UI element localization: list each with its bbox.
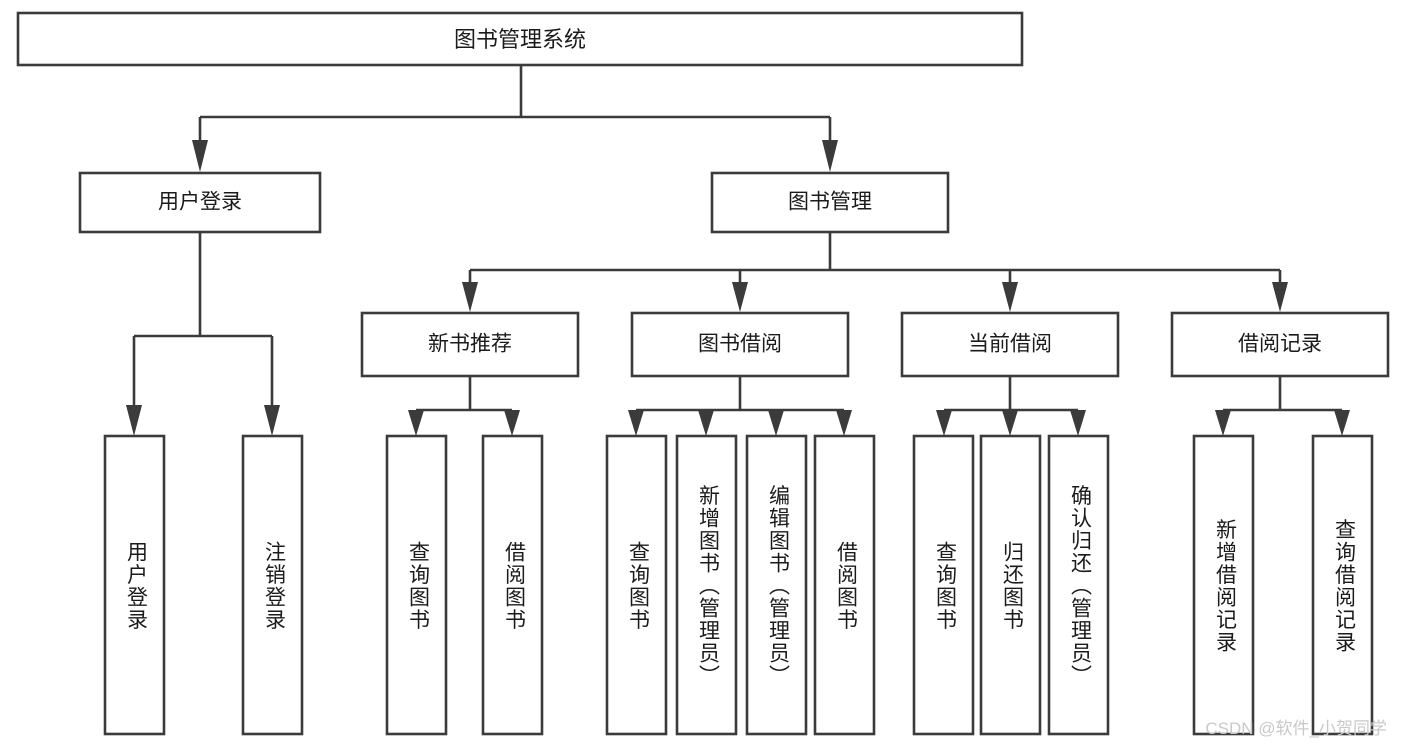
leaf-book-borrow-3-box: [813, 434, 876, 736]
arrow-head-book-borrow: [732, 282, 748, 312]
leaf-node[interactable]: 查询图书: [385, 434, 448, 736]
node-user-login[interactable]: 用户登录: [78, 171, 322, 234]
node-user-login-label: 用户登录: [158, 191, 242, 214]
leaf-book-borrow-0-box: [605, 434, 668, 736]
leaf-book-borrow-1-box: [675, 434, 738, 736]
connector-book-manage-to-level3: [462, 232, 1288, 312]
leaf-borrow-record-0-box: [1192, 434, 1255, 736]
node-book-management-box: [710, 171, 950, 234]
node-root-box: [16, 11, 1024, 67]
leaf-node[interactable]: 用户登录: [103, 434, 166, 736]
leaf-user-login-1-label: 注销登录: [262, 541, 286, 631]
leaf-node[interactable]: 注销登录: [241, 434, 304, 736]
leaf-node[interactable]: 查询图书: [605, 434, 668, 736]
leaf-book-borrow-0-label: 查询图书: [626, 541, 650, 631]
arrow-head-leaf-book-borrow-0: [628, 410, 644, 436]
arrow-head-user-login: [192, 140, 208, 172]
arrow-head-leaf-user-login-1: [264, 405, 280, 436]
arrow-head-leaf-borrow-record-0: [1215, 410, 1231, 436]
connector-current-borrow-to-leaves: [936, 376, 1086, 436]
leaf-node[interactable]: 归还图书: [979, 434, 1042, 736]
connector-new-book-to-leaves: [408, 376, 520, 436]
node-book-management-label: 图书管理: [788, 191, 872, 214]
leaf-node[interactable]: 编辑图书（管理员）: [745, 434, 808, 736]
leaf-user-login-1-box: [241, 434, 304, 736]
node-book-borrow-box: [630, 311, 850, 378]
leaf-node[interactable]: 查询图书: [912, 434, 975, 736]
node-book-borrow[interactable]: 图书借阅: [630, 311, 850, 378]
leaf-user-login-0-box: [103, 434, 166, 736]
node-new-book-recommend-label: 新书推荐: [428, 333, 512, 356]
arrow-head-current-borrow: [1002, 282, 1018, 312]
arrow-head-new-book: [462, 282, 478, 312]
leaf-node[interactable]: 新增图书（管理员）: [675, 434, 738, 736]
leaf-current-borrow-1-box: [979, 434, 1042, 736]
leaf-node[interactable]: 新增借阅记录: [1192, 434, 1255, 736]
node-current-borrow-box: [900, 311, 1120, 378]
node-user-login-box: [78, 171, 322, 234]
leaf-node[interactable]: 借阅图书: [481, 434, 544, 736]
leaf-borrow-record-0-label: 新增借阅记录: [1213, 519, 1237, 654]
node-new-book-recommend[interactable]: 新书推荐: [360, 311, 580, 378]
leaf-current-borrow-0-label: 查询图书: [933, 541, 957, 631]
leaf-borrow-record-1-label: 查询借阅记录: [1332, 519, 1356, 654]
leaf-borrow-record-1-box: [1311, 434, 1374, 736]
leaf-node[interactable]: 借阅图书: [813, 434, 876, 736]
leaf-book-borrow-1-label: 新增图书（管理员）: [696, 485, 720, 688]
leaf-new-book-0-box: [385, 434, 448, 736]
connector-user-login-to-leaves: [126, 232, 280, 436]
node-root-book-management-system[interactable]: 图书管理系统: [16, 11, 1024, 67]
leaf-current-borrow-2-box: [1047, 434, 1110, 736]
node-new-book-recommend-box: [360, 311, 580, 378]
connector-borrow-record-to-leaves: [1215, 376, 1350, 436]
node-borrow-record-label: 借阅记录: [1238, 333, 1322, 356]
node-current-borrow-label: 当前借阅: [968, 333, 1052, 356]
leaf-current-borrow-2-label: 确认归还（管理员）: [1068, 485, 1092, 688]
node-borrow-record-box: [1170, 311, 1390, 378]
leaf-node[interactable]: 确认归还（管理员）: [1047, 434, 1110, 736]
leaf-new-book-1-box: [481, 434, 544, 736]
csdn-watermark: CSDN @软件_小贺同学: [1205, 719, 1387, 738]
arrow-head-leaf-current-borrow-1: [1002, 410, 1018, 436]
connector-book-borrow-to-leaves: [628, 376, 852, 436]
node-current-borrow[interactable]: 当前借阅: [900, 311, 1120, 378]
arrow-head-leaf-user-login-0: [126, 405, 142, 436]
leaf-book-borrow-2-box: [745, 434, 808, 736]
arrow-head-leaf-book-borrow-1: [698, 410, 714, 436]
arrow-head-leaf-new-book-1: [504, 410, 520, 436]
node-root-label: 图书管理系统: [454, 27, 586, 52]
connector-root-to-level2: [192, 65, 838, 172]
leaf-new-book-1-label: 借阅图书: [502, 541, 526, 631]
arrow-head-leaf-book-borrow-2: [768, 410, 784, 436]
arrow-head-book-manage: [822, 140, 838, 172]
arrow-head-leaf-current-borrow-0: [936, 410, 952, 436]
leaf-book-borrow-2-label: 编辑图书（管理员）: [766, 485, 790, 688]
arrow-head-leaf-current-borrow-2: [1070, 410, 1086, 436]
leaf-node[interactable]: 查询借阅记录: [1311, 434, 1374, 736]
node-book-borrow-label: 图书借阅: [698, 333, 782, 356]
leaf-current-borrow-0-box: [912, 434, 975, 736]
leaf-book-borrow-3-label: 借阅图书: [834, 541, 858, 631]
arrow-head-borrow-record: [1272, 282, 1288, 312]
arrow-head-leaf-new-book-0: [408, 410, 424, 436]
node-book-management[interactable]: 图书管理: [710, 171, 950, 234]
leaf-user-login-0-label: 用户登录: [124, 541, 148, 631]
node-borrow-record[interactable]: 借阅记录: [1170, 311, 1390, 378]
leaf-current-borrow-1-label: 归还图书: [1000, 541, 1024, 631]
arrow-head-leaf-borrow-record-1: [1334, 410, 1350, 436]
arrow-head-leaf-book-borrow-3: [836, 410, 852, 436]
leaf-new-book-0-label: 查询图书: [406, 541, 430, 631]
